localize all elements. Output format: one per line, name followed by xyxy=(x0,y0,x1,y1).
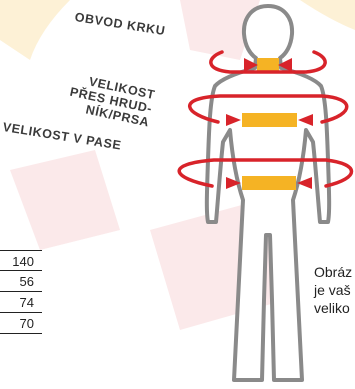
side-note-line3: veliko xyxy=(314,299,352,317)
neck-band xyxy=(257,58,279,72)
waist-band xyxy=(242,176,296,190)
size-table-cell: 56 xyxy=(0,271,42,292)
chest-band xyxy=(242,113,297,127)
size-table-cell: 74 xyxy=(0,292,42,313)
size-table: 140 56 74 70 xyxy=(0,250,42,334)
size-table-cell: 140 xyxy=(0,250,42,271)
size-table-cell: 70 xyxy=(0,313,42,334)
side-note-line2: je vaš xyxy=(314,281,352,299)
side-note-line1: Obráz xyxy=(314,263,352,281)
side-note-text: Obráz je vaš veliko xyxy=(314,263,352,317)
